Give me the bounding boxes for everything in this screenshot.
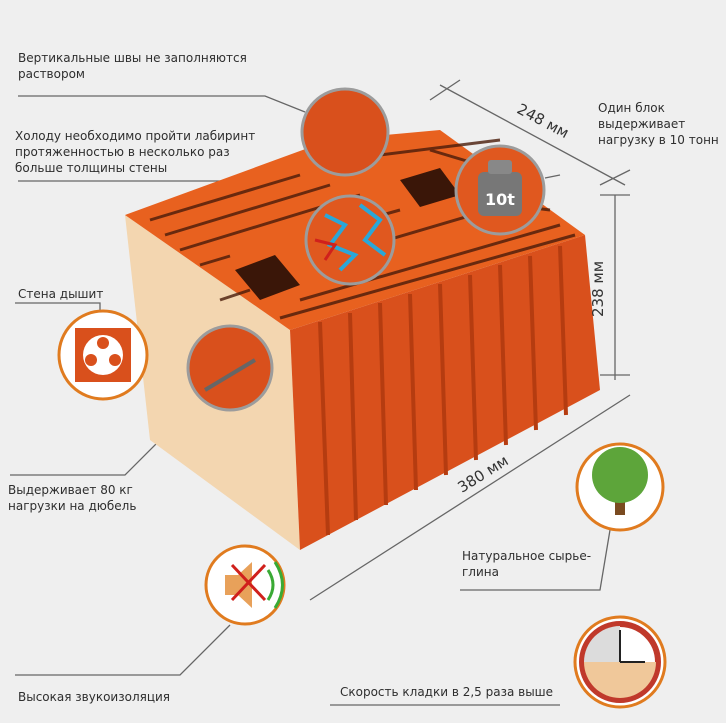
label-vertical-joints: Вертикальные швы не заполняются растворо… [18,51,247,81]
dimension-height: 238 мм [589,260,608,318]
weight-icon: 10t [478,160,522,216]
leader-line [15,302,101,312]
label-laying-speed: Скорость кладки в 2,5 раза выше [340,685,554,699]
label-sound-insulation: Высокая звукоизоляция [18,690,171,704]
label-cold-labyrinth: Холоду необходимо пройти лабиринт протяж… [15,129,256,175]
weight-badge: 10t [485,190,515,209]
label-block-load: Один блок выдерживает нагрузку в 10 тонн [598,101,719,147]
leader-line [544,174,561,179]
vertical-joint-detail [300,87,390,177]
dowel-detail [186,324,274,412]
leader-line [18,95,306,113]
dimension-line-depth [439,84,626,186]
leader-line [15,624,231,676]
label-dowel-load: Выдерживает 80 кг нагрузки на дюбель [8,483,137,513]
label-natural-material: Натуральное сырье-глина [462,549,592,579]
dimension-line-length [309,394,631,601]
leader-line [460,529,611,591]
label-wall-breathes: Стена дышит [18,287,104,301]
